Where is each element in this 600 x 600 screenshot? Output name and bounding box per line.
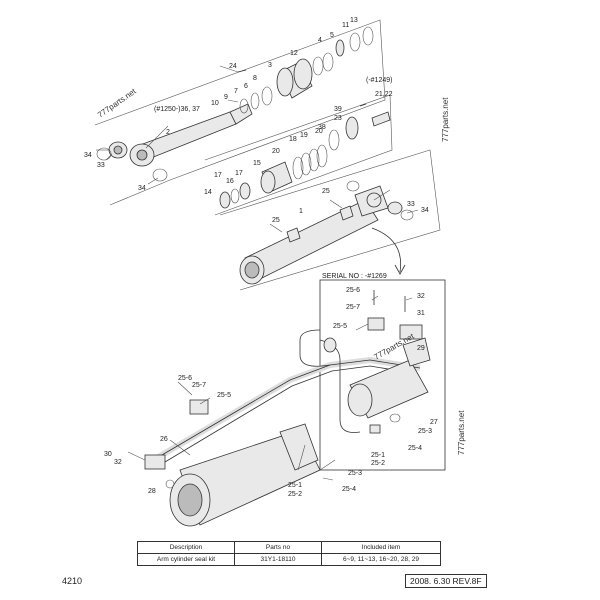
callout-24: 24: [229, 63, 237, 70]
callout-3: 3: [268, 62, 272, 69]
callout-28: 28: [148, 488, 156, 495]
callout-25-4a: 25-4: [342, 486, 356, 493]
piston-assembly: [219, 103, 391, 209]
parts-table: Description Parts no Included item Arm c…: [137, 541, 441, 566]
table-header-row: Description Parts no Included item: [137, 541, 441, 554]
note-serial-upper: (-#1249): [366, 77, 392, 84]
table-header-description: Description: [137, 541, 235, 554]
callout-30: 30: [104, 451, 112, 458]
inset-arrowhead: [394, 264, 406, 275]
callout-20b: 20: [315, 128, 323, 135]
watermark-1: 777parts.net: [96, 86, 138, 119]
page-number: 4210: [62, 576, 83, 586]
callout-14: 14: [204, 189, 212, 196]
callout-18: 18: [289, 136, 297, 143]
callout-12: 12: [290, 50, 298, 57]
inset-arrow: [371, 227, 402, 273]
table-cell-parts-no: 31Y1-18110: [234, 553, 322, 566]
callout-25b: 25: [272, 217, 280, 224]
callout-7: 7: [234, 88, 238, 95]
callout-25-4b: 25-4: [408, 445, 422, 452]
callout-39: 39: [334, 106, 342, 113]
callout-2: 2: [166, 129, 170, 136]
callout-23: 23: [334, 115, 342, 122]
revision-box: 2008. 6.30 REV.8F: [405, 574, 487, 588]
callout-1: 1: [299, 208, 303, 215]
callout-16: 16: [226, 178, 234, 185]
callout-34b: 34: [138, 185, 146, 192]
table-header-included-item: Included item: [321, 541, 441, 554]
callout-25-5a: 25-5: [217, 392, 231, 399]
callout-25-2a: 25-2: [288, 491, 302, 498]
bushing-left: [96, 141, 168, 182]
inset-cylinder: [347, 290, 431, 434]
callout-6: 6: [244, 83, 248, 90]
callout-25-3b: 25-3: [418, 428, 432, 435]
callout-34c: 34: [421, 207, 429, 214]
piston-rod: [129, 103, 253, 167]
watermark-2: 777parts.net: [441, 97, 450, 142]
callout-labels: 2 1 3 4 5 6 7 8 9 10 11 12 13 14 15 16 1…: [84, 17, 438, 498]
callout-26: 26: [160, 436, 168, 443]
callout-15: 15: [253, 160, 261, 167]
callout-17: 17: [214, 172, 222, 179]
callout-31: 31: [417, 310, 425, 317]
callout-13: 13: [350, 17, 358, 24]
watermark-4: 777parts.net: [457, 410, 466, 455]
callout-25-2b: 25-2: [371, 460, 385, 467]
note-serial-inset: SERIAL NO : -#1269: [322, 273, 387, 280]
callout-25-1b: 25-1: [371, 452, 385, 459]
table-cell-description: Arm cylinder seal kit: [137, 553, 235, 566]
callout-25-6b: 25-6: [346, 287, 360, 294]
cylinder-tube: [239, 180, 414, 285]
callout-32: 32: [417, 293, 425, 300]
callout-4: 4: [318, 37, 322, 44]
callout-20: 20: [272, 148, 280, 155]
callout-17b: 17: [235, 170, 243, 177]
table-cell-included-item: 6~9, 11~13, 16~20, 28, 29: [321, 553, 441, 566]
callout-29: 29: [417, 345, 425, 352]
callout-10: 10: [211, 100, 219, 107]
pipe-assembly: [144, 329, 421, 470]
callout-21-22: 21,22: [375, 91, 393, 98]
callout-38: 38: [318, 124, 326, 131]
table-row: Arm cylinder seal kit 31Y1-18110 6~9, 11…: [137, 553, 441, 566]
serial-notes: (#1250-)36, 37 (-#1249) SERIAL NO : -#12…: [154, 77, 392, 280]
callout-33b: 33: [407, 201, 415, 208]
callout-25-7a: 25-7: [192, 382, 206, 389]
callout-25-6a: 25-6: [178, 375, 192, 382]
callout-11: 11: [342, 22, 349, 29]
table-header-parts-no: Parts no: [234, 541, 322, 554]
callout-25a: 25: [322, 188, 330, 195]
callout-19: 19: [300, 132, 308, 139]
callout-32b: 32: [114, 459, 122, 466]
rod-cover-gland: [237, 26, 374, 114]
callout-27: 27: [430, 419, 438, 426]
callout-8: 8: [253, 75, 257, 82]
callout-25-1a: 25-1: [288, 482, 302, 489]
leader-lines: [96, 65, 419, 481]
callout-5: 5: [330, 32, 334, 39]
callout-9: 9: [224, 94, 228, 101]
note-serial-range: (#1250-)36, 37: [154, 106, 200, 113]
callout-25-7b: 25-7: [346, 304, 360, 311]
callout-25-5b: 25-5: [333, 323, 347, 330]
callout-33a: 33: [97, 162, 105, 169]
rod-assembly-frame: [94, 19, 441, 291]
inset-frame: [319, 279, 446, 471]
callout-34a: 34: [84, 152, 92, 159]
callout-25-3a: 25-3: [348, 470, 362, 477]
